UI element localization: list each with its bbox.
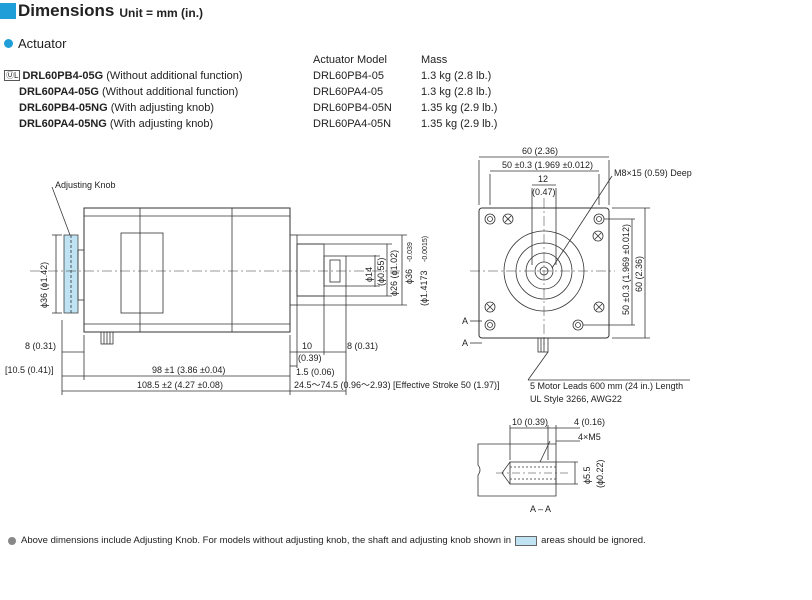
mount-hole <box>484 213 496 225</box>
adjusting-knob-label: Adjusting Knob <box>55 180 116 190</box>
mass: 1.3 kg (2.8 lb.) <box>421 86 492 98</box>
motor-label-window <box>120 232 164 314</box>
section-outline <box>477 443 557 497</box>
dim-d1417-tol: -0.0015) <box>422 236 429 262</box>
product-code: DRL60PB4-05G <box>22 70 104 82</box>
ul-style-label: UL Style 3266, AWG22 <box>530 394 622 404</box>
product-code: DRL60PB4-05NG <box>19 102 108 114</box>
actuator-model: DRL60PB4-05 <box>313 70 384 82</box>
tapped-hole <box>593 301 605 313</box>
product-desc: (Without additional function) <box>103 70 243 82</box>
header-square-icon <box>0 3 16 19</box>
dim-d36-tol: -0.039 <box>407 242 414 262</box>
dim-d26: ϕ26 (ϕ1.02) <box>389 250 399 296</box>
knob-shaft <box>77 249 85 301</box>
mount-hole <box>593 213 605 225</box>
dim-w8-right: 8 (0.31) <box>347 341 378 351</box>
dim-aa-m5: 4×M5 <box>578 432 601 442</box>
product-desc: (With adjusting knob) <box>106 118 214 130</box>
product-code: DRL60PA4-05NG <box>19 118 107 130</box>
dim-w98: 98 ±1 (3.86 ±0.04) <box>152 365 225 375</box>
mass: 1.35 kg (2.9 lb.) <box>421 102 498 114</box>
dim-w039: (0.39) <box>298 353 322 363</box>
ul-mark-icon: ⓊL <box>4 70 21 81</box>
product-code: DRL60PA4-05G <box>19 86 99 98</box>
dim-d36: ϕ36 (ϕ1.42) <box>39 262 49 308</box>
page-title: Dimensions <box>18 1 115 20</box>
dim-w105: [10.5 (0.41)] <box>5 365 54 375</box>
tapped-hole <box>592 230 604 242</box>
front-labels: 60 (2.36) 50 ±0.3 (1.969 ±0.012) 12 (0.4… <box>462 146 692 404</box>
mass: 1.35 kg (2.9 lb.) <box>421 118 498 130</box>
side-view <box>30 186 407 395</box>
table-row: DRL60PA4-05G (Without additional functio… <box>4 84 497 100</box>
mount-hole <box>572 319 584 331</box>
stroke-label: 24.5～74.5 (0.96～2.93) [Effective Stroke … <box>294 380 499 390</box>
dim-d1417: (ϕ1.4173 <box>419 270 429 306</box>
tapped-hole <box>502 213 514 225</box>
dim-w8: 8 (0.31) <box>25 341 56 351</box>
actuator-model: DRL60PA4-05 <box>313 86 384 98</box>
section-heading: Actuator <box>4 36 66 51</box>
dim-h60: 60 (2.36) <box>634 256 644 292</box>
dim-d055: (ϕ0.55) <box>376 257 386 286</box>
dim-d14: ϕ14 <box>364 267 374 282</box>
leads-label: 5 Motor Leads 600 mm (24 in.) Length <box>530 381 683 391</box>
dim-d36b: ϕ36 <box>404 269 414 284</box>
dimensions-header: Dimensions Unit = mm (in.) <box>0 0 203 22</box>
dim-w60: 60 (2.36) <box>522 146 558 156</box>
dim-w50: 50 ±0.3 (1.969 ±0.012) <box>502 160 593 170</box>
product-desc: (Without additional function) <box>98 86 239 98</box>
header-cell: Mass <box>421 54 448 66</box>
dim-aa-d55: ϕ5.5 <box>582 466 592 484</box>
bullet-dot-icon <box>8 536 16 545</box>
dim-w047: (0.47) <box>532 187 556 197</box>
side-labels: Adjusting Knob ϕ36 (ϕ1.42) ϕ14 (ϕ0.55) ϕ… <box>5 180 499 390</box>
dim-h50: 50 ±0.3 (1.969 ±0.012) <box>621 224 631 315</box>
section-title: Actuator <box>18 36 67 51</box>
rod-housing <box>296 243 325 297</box>
section-aa-labels: 10 (0.39) 4 (0.16) 4×M5 ϕ5.5 (ϕ0.22) A –… <box>512 417 605 514</box>
table-row: DRL60PA4-05NG (With adjusting knob) DRL6… <box>4 116 497 132</box>
section-aa-title: A – A <box>530 504 551 514</box>
dim-w12: 12 <box>538 174 548 184</box>
table-row: DRL60PB4-05NG (With adjusting knob) DRL6… <box>4 100 497 116</box>
footnote-text-after: areas should be ignored. <box>541 535 646 546</box>
dim-w1085: 108.5 ±2 (4.27 ±0.08) <box>137 380 223 390</box>
header-cell: Actuator Model <box>313 54 387 66</box>
bullet-dot-icon <box>4 39 13 48</box>
thread-label: M8×15 (0.59) Deep <box>614 168 692 178</box>
front-view <box>470 156 690 381</box>
footnote-text-before: Above dimensions include Adjusting Knob.… <box>21 535 512 546</box>
section-aa-view <box>477 425 580 497</box>
section-marker-a: A <box>462 316 468 326</box>
motor-body <box>83 207 291 333</box>
tapped-hole <box>484 301 496 313</box>
mass: 1.3 kg (2.8 lb.) <box>421 70 492 82</box>
dim-aa-w10: 10 (0.39) <box>512 417 548 427</box>
product-desc: (With adjusting knob) <box>107 102 215 114</box>
dim-w15: 1.5 (0.06) <box>296 367 335 377</box>
dim-w10: 10 <box>302 341 312 351</box>
table-header-row: Actuator Model Mass <box>4 52 497 68</box>
dim-aa-w4: 4 (0.16) <box>574 417 605 427</box>
mount-hole <box>484 319 496 331</box>
actuator-model: DRL60PA4-05N <box>313 118 392 130</box>
actuator-model: DRL60PB4-05N <box>313 102 392 114</box>
dim-aa-d022: (ϕ0.22) <box>595 459 605 488</box>
section-marker-a: A <box>462 338 468 348</box>
highlight-swatch <box>515 535 538 546</box>
unit-label: Unit = mm (in.) <box>119 5 204 20</box>
flange <box>289 234 298 306</box>
lead-wires-front <box>537 337 549 353</box>
footnote: Above dimensions include Adjusting Knob.… <box>8 535 646 546</box>
